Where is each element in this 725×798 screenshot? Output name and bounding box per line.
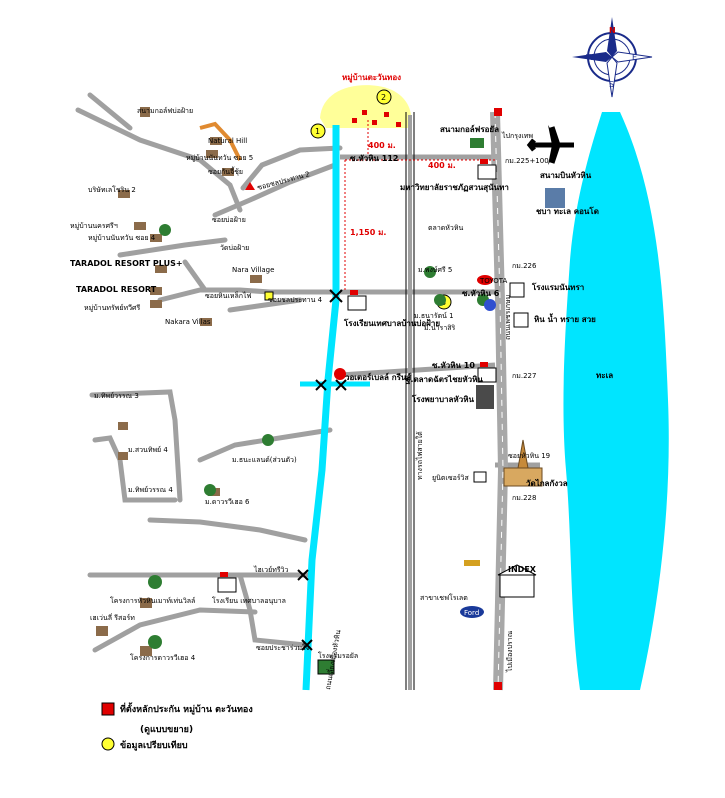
marker-1[interactable]: 1 (310, 123, 326, 139)
road-soi-10: ซ.หัวหิน 10 (432, 361, 475, 370)
dist-400: 400 ม. (428, 161, 456, 170)
road-km227: กม.227 (512, 372, 536, 380)
property-markers (352, 110, 401, 127)
label-market-hh: ฐ.ตลาดฉัตรไชยหัวหิน (406, 374, 483, 385)
label-house-resort: เฮเว่นลี่ รีสอร์ท (90, 613, 135, 622)
label-thanarat: ม.ธนารัตน์ 1 (414, 312, 454, 320)
svg-text:1: 1 (315, 127, 320, 136)
label-index: INDEX (508, 565, 537, 574)
dist-1150: 1,150 ม. (350, 228, 386, 237)
label-narasiri: ม.นาราสิริ (424, 324, 456, 332)
compass-w: W (586, 53, 594, 62)
road-end-north (494, 108, 502, 116)
minor-roads (75, 92, 343, 653)
road-phetkasem: ถนนเพชรเกษม (504, 295, 512, 340)
sea-area (563, 112, 669, 690)
village-highlight (320, 85, 412, 128)
label-natural-hill: Natural Hill (208, 137, 247, 145)
label-dao-ruang-4: โครงการดาวรวีเฮอ 4 (130, 653, 196, 662)
road-soi-112: ซ.หัวหิน 112 (350, 154, 398, 163)
intersection-marks (297, 289, 347, 651)
label-wat-bor-fai: วัดบ่อฝ้าย (220, 244, 249, 252)
marker-2[interactable]: 2 (376, 89, 392, 105)
label-golf-royal: สนามกอล์ฟรอยัล (440, 124, 499, 134)
label-ford: Ford (464, 609, 479, 617)
road-hin-lek-fai: ซอยหินเหล็กไฟ (205, 291, 252, 300)
label-soi-rong: ซอยกันจี้ชุ้ย (208, 165, 243, 176)
canal (302, 125, 340, 691)
label-dao-ruang-6: ม.ดาวรวีเฮอ 6 (205, 498, 250, 506)
dist-400b: 400 ม. (368, 141, 396, 150)
road-to-bkk: ไปกรุงเทพ (501, 131, 533, 140)
label-thai-pan: โรงแรมรอยัล (318, 651, 358, 660)
label-rajabhat: มหาวิทยาลัยราชภัฏสวนสุนันทา (400, 183, 509, 193)
label-water-park: วอเตอร์เบลล์ กรีนส์ (345, 372, 411, 382)
label-royal-resort: โรงแรมนันทรา (531, 282, 584, 292)
legend-red-sub: (ดูแบบขยาย) (140, 725, 193, 735)
road-highway-view: ไฮเวย์ทรีวิว (253, 565, 289, 574)
label-khlong-hh: โครงการหัวหินเมาท์เท่นวิลล์ (110, 596, 195, 605)
label-nanthas-4: หมู่บ้านนันทวัน ซอย 4 (88, 234, 156, 242)
label-chevrolet: สาขาเชฟโรเลต (420, 593, 468, 602)
tree-icons (148, 224, 489, 649)
airplane-icon (526, 125, 574, 165)
label-taradol: TARADOL RESORT (76, 285, 157, 294)
label-school-2: โรงเรียน เทศบาลอนุบาล (212, 596, 286, 605)
label-hospital: โรงพยาบาลหัวหิน (411, 394, 474, 404)
road-km226: กม.226 (512, 262, 537, 270)
road-end-south (494, 682, 502, 690)
label-taradol-plus: TARADOL RESORT PLUS+ (70, 259, 183, 268)
legend-yellow-swatch (101, 737, 115, 751)
compass-icon: N S E W (572, 17, 653, 98)
label-thani-land: ม.ธนะแลนด์(ส่วนตัว) (232, 456, 297, 464)
label-hin-nam-sai: หิน น้ำ ทราย สวย (534, 313, 596, 324)
legend: ที่ตั้งหลักประกัน หมู่บ้าน ตะวันทอง (ดูแ… (101, 702, 253, 751)
legend-red-label: ที่ตั้งหลักประกัน หมู่บ้าน ตะวันทอง (120, 702, 253, 715)
label-nara-village: Nara Village (232, 266, 274, 274)
label-nakara: Nakara Villas (165, 318, 211, 326)
label-phet-3: ม.ทิพย์วรรณ 3 (94, 392, 139, 400)
label-market: ตลาดหัวหิน (428, 224, 463, 232)
label-airport: สนามบินหัวหิน (540, 171, 592, 180)
road-km225: กม.225+100 (505, 157, 549, 165)
orange-road (199, 121, 242, 161)
sea-label: ทะเล (596, 371, 613, 380)
road-pracha: ซอยประชาร่วมใจ (256, 643, 310, 652)
label-wat-klai: วัดไกลกังวล (526, 478, 568, 488)
compass-n: N (609, 26, 616, 35)
label-phet-5: ม.ทิพย์วรรณ 4 (128, 486, 173, 494)
label-uniwat: ยูนิตเซอร์วิส (432, 474, 469, 482)
label-toyota: TOYOTA (479, 277, 508, 285)
legend-red-swatch (101, 702, 115, 716)
landmark-icons (245, 138, 565, 675)
road-km228: กม.228 (512, 494, 536, 502)
label-nanthas-5: หมู่บ้านนันทวัน ซอย 5 (186, 154, 253, 162)
label-centara: ชบา ทะเล คอนโด (536, 206, 599, 216)
label-phong-5: ม.พงษ์ศรี 5 (418, 266, 452, 274)
road-chonprathan-2: ซอยชลประทาน 2 (256, 170, 310, 192)
road-railway: ทางรถไฟสายใต้ (415, 431, 424, 480)
svg-text:2: 2 (381, 93, 386, 102)
road-chonprathan-4: ซอยชลประทาน 4 (268, 296, 323, 304)
railway (405, 112, 415, 690)
label-baan-bor: หมู่บ้านทรัพย์ทวีศรี (84, 304, 140, 312)
compass-e: E (632, 53, 637, 62)
road-to-pran: ไปเมืองปราณ (505, 630, 514, 673)
legend-yellow-label: ข้อมูลเปรียบเทียบ (120, 740, 188, 751)
label-golf-bor-fai: สนามกอล์ฟบ่อฝ้าย (137, 107, 193, 115)
distance-lines (344, 120, 495, 290)
label-lesolar: บริษัทเลโชริน 2 (88, 185, 136, 194)
label-school-bor-fai: โรงเรียนเทศบาลบ้านบ่อฝ้าย (343, 318, 440, 328)
road-soi-19: ซอยหัวหิน 19 (508, 452, 550, 460)
label-baan-tarad: หมู่บ้านนครศรีฯ (70, 222, 118, 230)
road-soi-6: ซ.หัวหิน 6 (462, 289, 500, 298)
label-phet-4: ม.สวนทิพย์ 4 (128, 446, 168, 454)
compass-s: S (609, 80, 614, 89)
school-icons (217, 159, 497, 593)
village-title: หมู่บ้านตะวันทอง (342, 72, 401, 83)
road-bor-fai: ซอยบ่อฝ้าย (212, 216, 246, 224)
